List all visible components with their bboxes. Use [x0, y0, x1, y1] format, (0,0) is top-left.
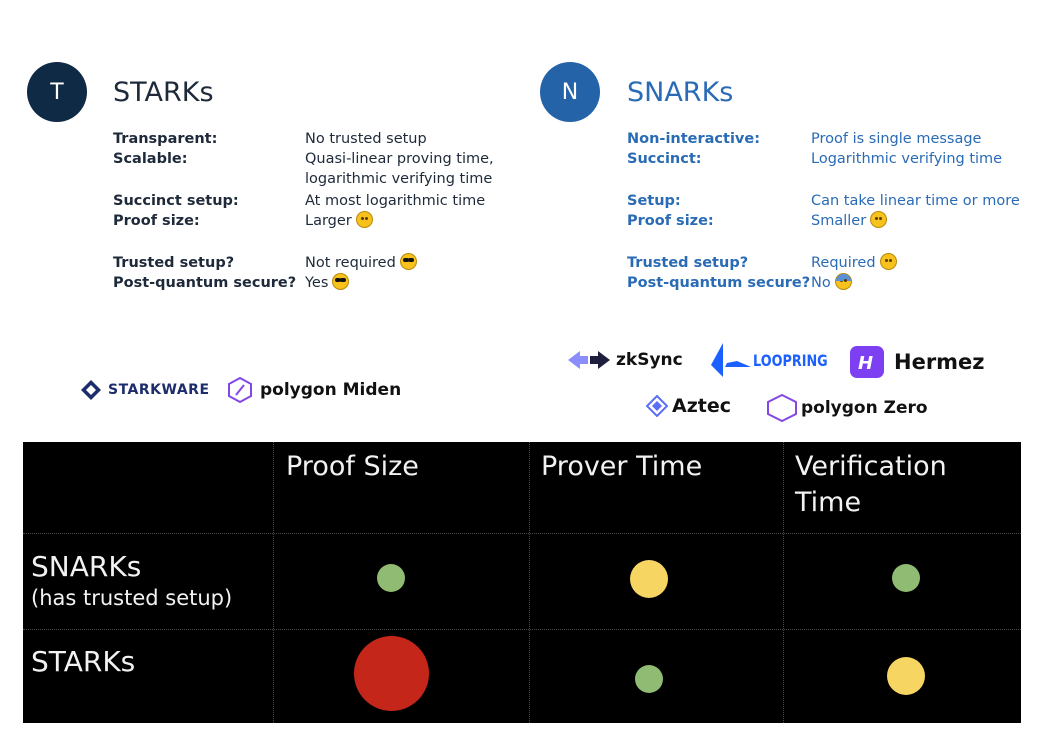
aztec-diamond-icon — [646, 395, 668, 417]
snarks-value-wrap: Smaller — [811, 211, 888, 231]
sunglasses-face-icon — [332, 273, 350, 290]
starkware-mark-icon — [81, 380, 101, 400]
snarks-value-wrap: Required — [811, 253, 897, 273]
snarks-title: SNARKs — [627, 77, 734, 108]
column-divider — [783, 442, 784, 723]
loopring-logo-text: LOOPRING — [753, 350, 828, 370]
snarks-value: Can take linear time or more — [811, 193, 1020, 209]
starks-value-wrap: Yes — [305, 273, 350, 293]
starks-key: Scalable: — [113, 151, 188, 167]
snarks-value-wrap: No — [811, 273, 852, 293]
column-divider — [529, 442, 530, 723]
starks-key: Proof size: — [113, 213, 200, 229]
row-sublabel-snarks: (has trusted setup) — [31, 586, 233, 610]
starkware-logo: STARKWARE — [80, 379, 210, 401]
loopring-logo: LOOPRING — [711, 343, 846, 377]
snarks-key: Post-quantum secure? — [627, 275, 811, 291]
polygon-zero-logo-text: polygon Zero — [801, 398, 928, 418]
polygon-zero-logo: polygon Zero — [765, 393, 928, 423]
fearful-face-icon — [834, 273, 852, 290]
starks-value-wrap: Larger — [305, 211, 373, 231]
snarks-key: Succinct: — [627, 151, 702, 167]
rating-dot-starks-verification-time — [887, 657, 925, 695]
hermez-logo: H Hermez — [850, 346, 985, 378]
rating-dot-snarks-prover-time — [630, 560, 668, 598]
row-label-snarks: SNARKs — [31, 550, 142, 583]
zksync-arrows-icon — [568, 351, 610, 369]
grinning-face-icon — [870, 211, 888, 228]
row-divider — [23, 533, 1021, 534]
snarks-value: Logarithmic verifying time — [811, 151, 1003, 167]
starks-value: No trusted setup — [305, 131, 427, 147]
rating-dot-snarks-verification-time — [892, 564, 920, 592]
starks-value: Larger — [305, 213, 352, 229]
aztec-logo-text: Aztec — [672, 395, 731, 417]
starks-row-scalable: Scalable: Quasi-linear proving time, log… — [113, 149, 513, 189]
loopring-mark-icon — [711, 343, 751, 377]
snarks-value: No — [811, 275, 831, 291]
starks-value: Yes — [305, 275, 329, 291]
snarks-value: Proof is single message — [811, 131, 982, 147]
starks-value: At most logarithmic time — [305, 193, 486, 209]
starks-avatar: T — [27, 62, 87, 122]
starks-key: Trusted setup? — [113, 255, 235, 271]
starks-title: STARKs — [113, 77, 214, 108]
snarks-key: Proof size: — [627, 213, 714, 229]
snarks-value: Required — [811, 255, 876, 271]
polygon-miden-logo: polygon Miden — [226, 376, 401, 404]
snarks-key: Trusted setup? — [627, 255, 749, 271]
column-header-verification-time: Time — [795, 487, 862, 518]
snarks-value: Smaller — [811, 213, 867, 229]
rating-dot-snarks-proof-size — [377, 564, 405, 592]
starkware-logo-text: STARKWARE — [108, 382, 210, 398]
starks-key: Transparent: — [113, 131, 218, 147]
starks-value: Not required — [305, 255, 396, 271]
snarks-avatar: N — [540, 62, 600, 122]
row-label-starks: STARKs — [31, 645, 136, 678]
snarks-key: Non-interactive: — [627, 131, 761, 147]
snarks-key: Setup: — [627, 193, 681, 209]
starks-avatar-letter: T — [50, 79, 64, 105]
starks-value-cont: logarithmic verifying time — [305, 171, 493, 187]
zksync-logo-text: zkSync — [616, 350, 683, 370]
row-divider — [23, 629, 1021, 630]
neutral-face-icon — [355, 211, 373, 228]
column-divider — [273, 442, 274, 723]
polygon-zero-hexagon-icon — [767, 393, 797, 423]
polygon-miden-logo-text: polygon Miden — [260, 380, 402, 400]
unamused-face-icon — [879, 253, 897, 270]
sunglasses-face-icon — [399, 253, 417, 270]
starks-value: Quasi-linear proving time, — [305, 151, 494, 167]
snarks-avatar-letter: N — [561, 79, 579, 105]
starks-key: Succinct setup: — [113, 193, 239, 209]
rating-dot-starks-proof-size — [354, 636, 429, 711]
polygon-hexagon-icon — [228, 376, 252, 404]
column-header-prover-time: Prover Time — [541, 451, 703, 482]
zksync-logo: zkSync — [568, 349, 683, 371]
column-header-verification: Verification — [795, 451, 947, 482]
rating-dot-starks-prover-time — [635, 665, 663, 693]
starks-value-wrap: Not required — [305, 253, 417, 273]
column-header-proof-size: Proof Size — [286, 451, 419, 482]
hermez-logo-text: Hermez — [894, 350, 985, 374]
svg-text:H: H — [858, 353, 873, 374]
starks-key: Post-quantum secure? — [113, 275, 297, 291]
hermez-mark-icon: H — [850, 346, 884, 378]
aztec-logo: Aztec — [646, 395, 731, 417]
comparison-table: Proof Size Prover Time Verification Time… — [23, 442, 1021, 723]
